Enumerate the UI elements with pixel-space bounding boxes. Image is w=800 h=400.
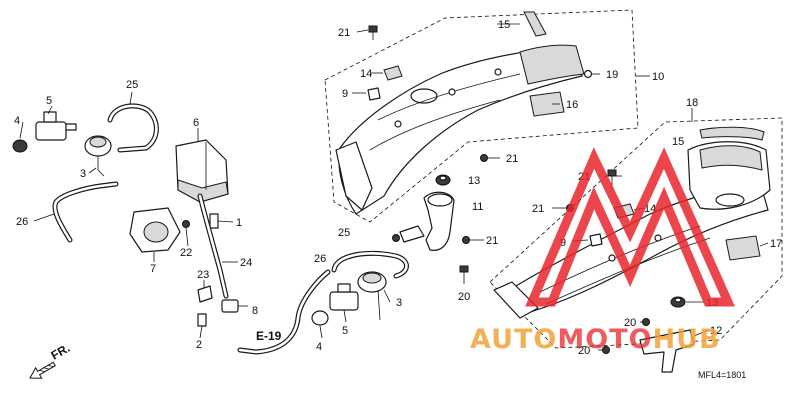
clip-9-lower bbox=[589, 233, 603, 247]
callout-5-b: 5 bbox=[342, 325, 348, 337]
hose-26-left bbox=[52, 181, 119, 243]
seal-pad-14 bbox=[383, 65, 403, 81]
watermark-logo bbox=[525, 147, 735, 307]
solenoid-valve-4-5-center bbox=[311, 283, 359, 326]
upper-air-duct bbox=[335, 44, 585, 215]
callout-9-a: 9 bbox=[342, 88, 348, 100]
bracket-11 bbox=[392, 191, 455, 251]
clip-9 bbox=[367, 87, 381, 101]
bolt-21-bracket bbox=[462, 236, 484, 244]
clip-23 bbox=[197, 285, 213, 303]
callout-18: 18 bbox=[686, 97, 698, 109]
duct-port bbox=[410, 88, 438, 104]
watermark-text: AUTOMOTOHUB bbox=[470, 324, 721, 355]
air-valve-3-center bbox=[357, 271, 387, 321]
air-valve-3-left bbox=[84, 135, 112, 177]
canister-6 bbox=[175, 139, 229, 203]
callout-22: 22 bbox=[180, 247, 192, 259]
callout-15-b: 15 bbox=[672, 136, 684, 148]
callout-4-a: 4 bbox=[14, 115, 20, 127]
hose-26-center bbox=[237, 269, 331, 355]
grommet-13-lower bbox=[670, 296, 686, 308]
callout-4-b: 4 bbox=[316, 341, 322, 353]
callout-21-b: 21 bbox=[506, 153, 518, 165]
callout-23: 23 bbox=[197, 269, 209, 281]
joint-8 bbox=[221, 299, 248, 313]
callout-14-a: 14 bbox=[360, 68, 372, 80]
seal-strip-15 bbox=[523, 11, 547, 37]
callout-11: 11 bbox=[472, 201, 483, 213]
callout-9-b: 9 bbox=[560, 237, 566, 249]
callout-10: 10 bbox=[652, 71, 664, 83]
callout-3-a: 3 bbox=[80, 168, 86, 180]
callout-3-b: 3 bbox=[396, 297, 402, 309]
callout-12: 12 bbox=[710, 325, 722, 337]
bolt-21-mid bbox=[480, 154, 500, 162]
front-label: FR. bbox=[49, 341, 73, 363]
callout-7: 7 bbox=[150, 263, 156, 275]
callout-13-a: 13 bbox=[468, 175, 480, 187]
watermark-m-icon bbox=[525, 147, 735, 307]
callout-20-c: 20 bbox=[578, 345, 590, 357]
callout-26-a: 26 bbox=[16, 216, 28, 228]
callout-6: 6 bbox=[193, 117, 199, 129]
bolt-20-bracket bbox=[459, 265, 469, 284]
callout-24: 24 bbox=[240, 257, 252, 269]
figure-code: MFL4=1801 bbox=[698, 370, 746, 380]
callout-19: 19 bbox=[606, 69, 618, 81]
seal-pad-16 bbox=[529, 91, 565, 117]
group-box-10 bbox=[324, 9, 639, 223]
callout-16: 16 bbox=[566, 99, 578, 111]
tube-24 bbox=[197, 193, 229, 299]
lower-air-duct bbox=[493, 141, 771, 319]
vacuum-chamber-7 bbox=[129, 207, 190, 253]
hose-25-center bbox=[331, 250, 409, 279]
callout-2: 2 bbox=[196, 339, 202, 351]
hose-25-left bbox=[107, 103, 159, 153]
callout-20-a: 20 bbox=[458, 291, 470, 303]
bolt-21-top bbox=[368, 25, 378, 40]
grommet-13-upper bbox=[435, 174, 451, 186]
front-arrow-icon bbox=[29, 361, 56, 379]
callout-21-a: 21 bbox=[338, 27, 350, 39]
solenoid-valve-4-5-left bbox=[12, 111, 77, 153]
callout-17: 17 bbox=[770, 238, 782, 250]
callout-26-b: 26 bbox=[314, 253, 326, 265]
seal-strip-15-lower bbox=[699, 126, 765, 141]
reference-code: E-19 bbox=[256, 329, 282, 343]
screw-19 bbox=[583, 69, 600, 79]
clamp-2 bbox=[197, 313, 207, 327]
seal-pad-17 bbox=[725, 235, 761, 261]
callout-1: 1 bbox=[236, 217, 242, 229]
bracket-12 bbox=[602, 318, 695, 373]
callout-20-b: 20 bbox=[624, 317, 636, 329]
callout-25-b: 25 bbox=[338, 227, 350, 239]
group-box-18 bbox=[489, 117, 783, 349]
callout-21-c: 21 bbox=[486, 235, 498, 247]
clamp-1 bbox=[209, 213, 219, 229]
callout-21-e: 21 bbox=[532, 203, 544, 215]
callout-25-a: 25 bbox=[126, 79, 138, 91]
callout-5-a: 5 bbox=[46, 95, 52, 107]
callout-8: 8 bbox=[252, 305, 258, 317]
callout-15-a: 15 bbox=[498, 19, 510, 31]
